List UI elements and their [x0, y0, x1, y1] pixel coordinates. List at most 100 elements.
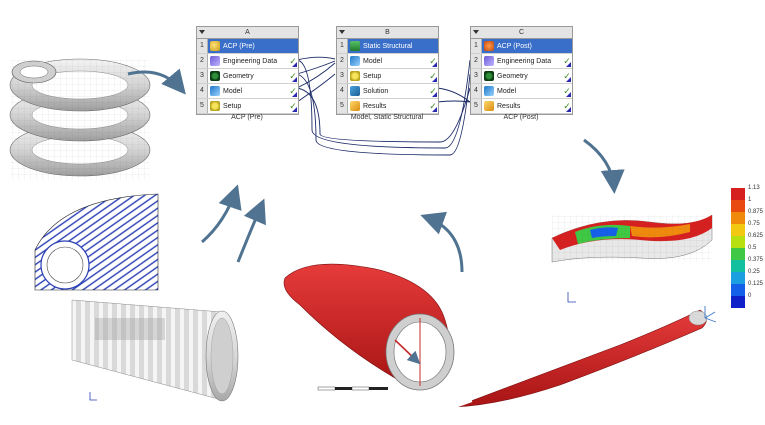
- row-number: 1: [197, 39, 208, 53]
- connection-handle-icon[interactable]: [292, 92, 297, 97]
- link-a4-c4: [296, 87, 471, 143]
- cell-label: Static Structural: [363, 42, 413, 50]
- up-to-date-check-icon: ✓: [429, 55, 437, 66]
- up-to-date-check-icon: ✓: [289, 85, 297, 96]
- cell-label: Results: [497, 102, 521, 110]
- up-to-date-check-icon: ✓: [289, 100, 297, 111]
- legend-value-label: 0.875: [748, 209, 764, 215]
- cell-label: Engineering Data: [223, 57, 278, 65]
- up-to-date-check-icon: ✓: [429, 85, 437, 96]
- results-icon: [484, 101, 494, 111]
- connection-handle-icon[interactable]: [566, 92, 571, 97]
- legend-color-swatch: [731, 236, 745, 248]
- connection-handle-icon[interactable]: [292, 107, 297, 112]
- link-a2-c2: [296, 59, 471, 149]
- connection-handle-icon[interactable]: [292, 77, 297, 82]
- cell-label: Results: [363, 102, 387, 110]
- column-letter: B: [385, 29, 390, 36]
- legend-color-swatch: [731, 224, 745, 236]
- system-cell-results[interactable]: 5 Results ✓: [471, 99, 572, 114]
- cell-label: Geometry: [223, 72, 254, 80]
- connection-handle-icon[interactable]: [292, 62, 297, 67]
- cell-label: Model: [497, 87, 517, 95]
- cell-label: Geometry: [497, 72, 528, 80]
- arrow-sphere-to-schematic: [201, 184, 242, 244]
- system-caption[interactable]: Model, Static Structural: [350, 114, 424, 121]
- solution-icon: [350, 86, 360, 96]
- legend-color-swatch: [731, 188, 745, 200]
- up-to-date-check-icon: ✓: [563, 85, 571, 96]
- row-number: 1: [471, 39, 482, 53]
- row-number: 2: [197, 54, 208, 68]
- row-number: 2: [471, 54, 482, 68]
- acp-icon: [210, 41, 220, 51]
- connection-handle-icon[interactable]: [432, 107, 437, 112]
- model-icon: [350, 56, 360, 66]
- row-number: 5: [337, 99, 348, 113]
- system-menu-icon[interactable]: [473, 30, 479, 34]
- cell-label: ACP (Post): [497, 42, 532, 50]
- legend-color-swatch: [731, 200, 745, 212]
- arrow-blade-to-result: [420, 211, 464, 273]
- results-icon: [350, 101, 360, 111]
- connection-handle-icon[interactable]: [432, 77, 437, 82]
- setup-icon: [350, 71, 360, 81]
- model-icon: [210, 86, 220, 96]
- up-to-date-check-icon: ✓: [429, 70, 437, 81]
- column-letter: C: [518, 29, 525, 36]
- up-to-date-check-icon: ✓: [563, 100, 571, 111]
- system-cell-acp-post[interactable]: 1 ACP (Post): [471, 39, 572, 54]
- link-a2-b2: [296, 56, 336, 61]
- connection-handle-icon[interactable]: [566, 107, 571, 112]
- legend-color-swatch: [731, 212, 745, 224]
- cell-label: Solution: [363, 87, 389, 95]
- coil-spring-model: [9, 58, 151, 180]
- system-menu-icon[interactable]: [199, 30, 205, 34]
- static-structural-icon: [350, 41, 360, 51]
- legend-value-label: 0.75: [748, 221, 760, 227]
- up-to-date-check-icon: ✓: [289, 70, 297, 81]
- up-to-date-check-icon: ✓: [563, 55, 571, 66]
- system-cell-engineering-data[interactable]: 2 Engineering Data ✓: [197, 54, 298, 69]
- legend-value-label: 0.125: [748, 281, 764, 287]
- engineering-data-icon: [484, 56, 494, 66]
- connection-handle-icon[interactable]: [432, 92, 437, 97]
- connection-handle-icon[interactable]: [566, 62, 571, 67]
- legend-value-label: 0.375: [748, 257, 764, 263]
- legend-value-label: 0: [748, 293, 752, 299]
- cell-label: Model: [363, 57, 383, 65]
- legend-value-label: 1: [748, 197, 752, 203]
- connection-handle-icon[interactable]: [566, 77, 571, 82]
- connection-handle-icon[interactable]: [432, 62, 437, 67]
- system-caption[interactable]: ACP (Pre): [231, 114, 263, 121]
- geometry-icon: [484, 71, 494, 81]
- arrow-post-to-result: [583, 138, 625, 194]
- system-caption[interactable]: ACP (Post): [503, 114, 539, 121]
- up-to-date-check-icon: ✓: [289, 55, 297, 66]
- legend-color-swatch: [731, 272, 745, 284]
- system-column-header: A: [197, 27, 298, 39]
- legend-value-label: 0.625: [748, 233, 764, 239]
- row-number: 5: [471, 99, 482, 113]
- system-menu-icon[interactable]: [339, 30, 345, 34]
- up-to-date-check-icon: ✓: [563, 70, 571, 81]
- acp-post-icon: [484, 41, 494, 51]
- row-number: 3: [337, 69, 348, 83]
